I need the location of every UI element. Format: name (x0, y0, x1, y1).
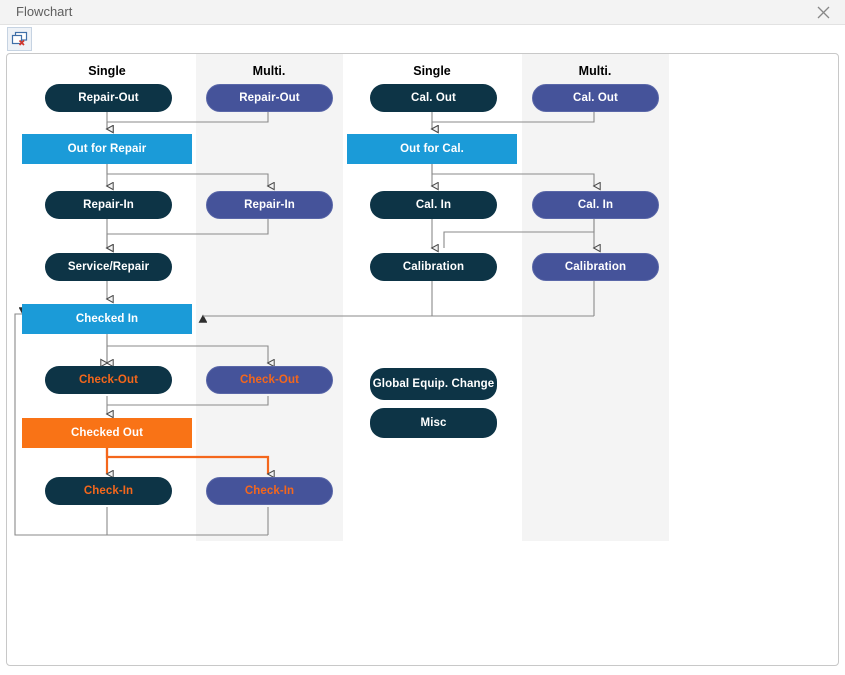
flowchart-canvas: Single Multi. Single Multi. (7, 54, 838, 665)
node-repair-out-single[interactable]: Repair-Out (45, 84, 172, 112)
title-bar: Flowchart (0, 0, 845, 25)
flowchart-panel: Single Multi. Single Multi. (6, 53, 839, 666)
node-out-for-repair[interactable]: Out for Repair (22, 134, 192, 164)
column-band-cal-multi (522, 54, 669, 541)
node-calibration-multi[interactable]: Calibration (532, 253, 659, 281)
node-repair-in-multi[interactable]: Repair-In (206, 191, 333, 219)
node-check-in-single[interactable]: Check-In (45, 477, 172, 505)
toolbar (0, 25, 845, 53)
node-global-equip-change[interactable]: Global Equip. Change (370, 368, 497, 400)
node-misc[interactable]: Misc (370, 408, 497, 438)
node-out-for-cal[interactable]: Out for Cal. (347, 134, 517, 164)
column-band-repair-multi (196, 54, 343, 541)
node-repair-in-single[interactable]: Repair-In (45, 191, 172, 219)
node-cal-in-multi[interactable]: Cal. In (532, 191, 659, 219)
close-window-button[interactable] (801, 0, 845, 25)
column-header-repair-single: Single (88, 64, 126, 78)
node-checked-out[interactable]: Checked Out (22, 418, 192, 448)
window-title: Flowchart (16, 4, 73, 19)
close-x-icon (817, 6, 829, 19)
window-close-icon (11, 31, 28, 46)
node-cal-out-single[interactable]: Cal. Out (370, 84, 497, 112)
node-calibration-single[interactable]: Calibration (370, 253, 497, 281)
node-repair-out-multi[interactable]: Repair-Out (206, 84, 333, 112)
node-checked-in[interactable]: Checked In (22, 304, 192, 334)
column-header-repair-multi: Multi. (252, 64, 286, 78)
column-header-cal-multi: Multi. (578, 64, 612, 78)
node-check-in-multi[interactable]: Check-In (206, 477, 333, 505)
node-cal-in-single[interactable]: Cal. In (370, 191, 497, 219)
node-cal-out-multi[interactable]: Cal. Out (532, 84, 659, 112)
node-check-out-single[interactable]: Check-Out (45, 366, 172, 394)
close-window-tool-button[interactable] (7, 27, 32, 51)
column-header-cal-single: Single (413, 64, 451, 78)
node-check-out-multi[interactable]: Check-Out (206, 366, 333, 394)
node-service-repair[interactable]: Service/Repair (45, 253, 172, 281)
